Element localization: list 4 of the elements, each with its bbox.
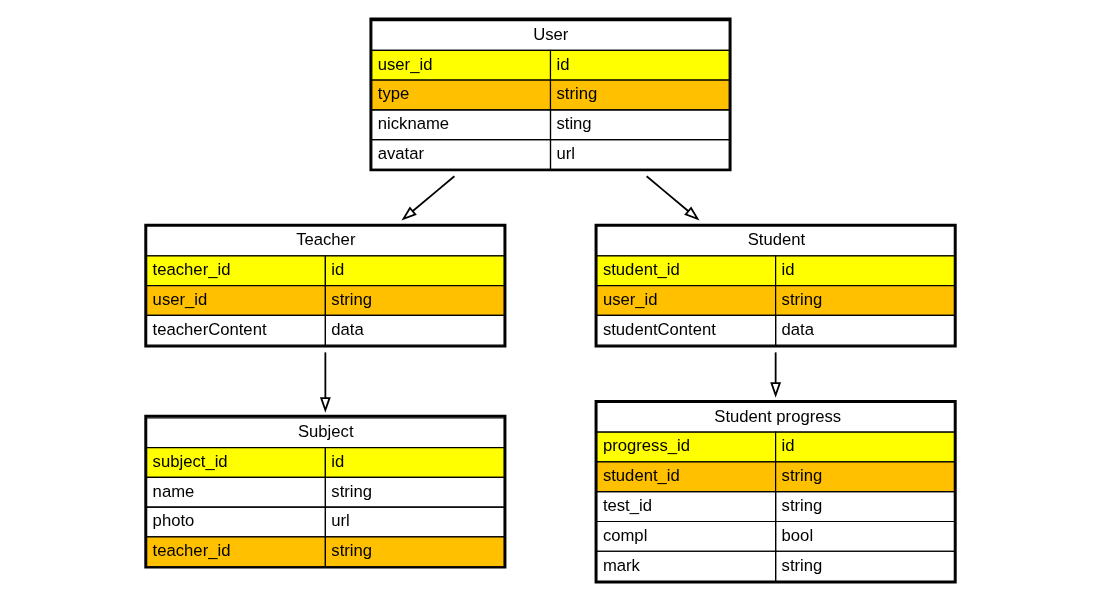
- arrow: [645, 175, 700, 221]
- arrow: [319, 351, 331, 413]
- arrow: [400, 175, 455, 221]
- arrow: [769, 351, 781, 398]
